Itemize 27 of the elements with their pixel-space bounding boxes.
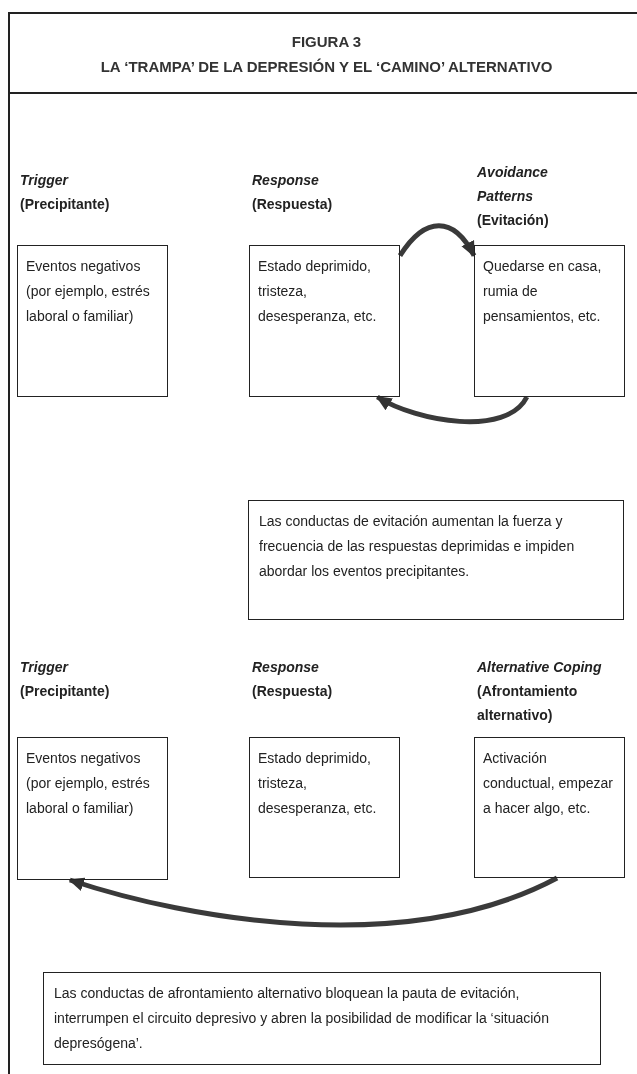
column-heading: Response bbox=[252, 171, 319, 190]
box-text: Estado deprimido, tristeza, desesperanza, etc. bbox=[258, 750, 377, 816]
note-text: Las conductas de evitación aumentan la fuerza y frecuencia de las respuestas deprimidas e impiden abordar los eventos precipitantes. bbox=[259, 513, 575, 579]
box-text: Estado deprimido, tristeza, desesperanza, etc. bbox=[258, 258, 377, 324]
column-subheading: (Respuesta) bbox=[252, 682, 333, 701]
column-subheading: (Precipitante) bbox=[20, 682, 110, 701]
figure-title: LA ‘TRAMPA’ DE LA DEPRESIÓN Y EL ‘CAMINO’ ALTERNATIVO bbox=[99, 58, 554, 75]
note-text: Las conductas de afrontamiento alternativo bloquean la pauta de evitación, interrumpen el circuito depresivo y abren la posibilidad de modificar la ‘situación depresógena’. bbox=[54, 985, 549, 1051]
column-subheading: (Precipitante) bbox=[20, 195, 110, 214]
column-heading: Trigger bbox=[20, 171, 68, 190]
column-heading: Alternative Coping bbox=[477, 658, 602, 677]
column-subheading: (Evitación) bbox=[477, 211, 549, 230]
box-text: Activación conductual, empezar a hacer algo, etc. bbox=[483, 750, 613, 816]
curved-arrow bbox=[397, 223, 477, 258]
box-text: Eventos negativos (por ejemplo, estrés laboral o familiar) bbox=[26, 750, 150, 816]
note-box bbox=[43, 972, 601, 1065]
column-heading: Trigger bbox=[20, 658, 68, 677]
curved-arrow bbox=[67, 875, 559, 928]
column-subheading: (Respuesta) bbox=[252, 195, 333, 214]
column-subheading: (Afrontamiento alternativo) bbox=[477, 682, 579, 725]
column-heading: Avoidance Patterns bbox=[477, 163, 549, 206]
column-heading: Response bbox=[252, 658, 319, 677]
note-box bbox=[248, 500, 624, 620]
figure-number: FIGURA 3 bbox=[290, 33, 363, 50]
curved-arrow bbox=[375, 394, 529, 425]
box-text: Eventos negativos (por ejemplo, estrés laboral o familiar) bbox=[26, 258, 150, 324]
box-text: Quedarse en casa, rumia de pensamientos, etc. bbox=[483, 258, 602, 324]
